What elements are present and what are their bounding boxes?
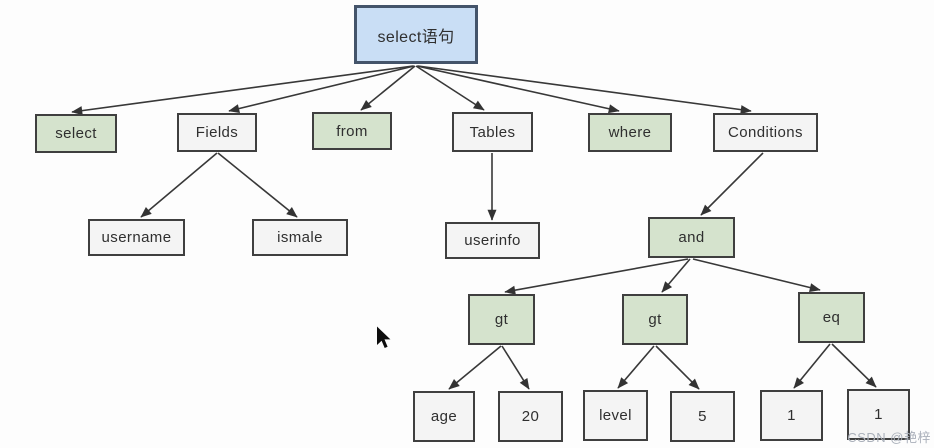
edge-and-gt1 <box>504 258 689 295</box>
node-and: and <box>648 217 735 258</box>
node-gt1: gt <box>468 294 535 345</box>
node-gt2: gt <box>622 294 688 345</box>
node-ismale: ismale <box>252 219 348 256</box>
node-level: level <box>583 390 648 441</box>
edge-eq-one-right <box>831 343 877 388</box>
edge-eq-one-left <box>793 343 831 389</box>
node-label: eq <box>822 309 841 326</box>
node-where: where <box>588 113 672 152</box>
node-label: ismale <box>277 229 323 246</box>
node-label: gt <box>494 311 509 328</box>
edge-root-tables <box>415 65 485 111</box>
node-label: gt <box>648 311 662 328</box>
node-one-left: 1 <box>760 390 823 441</box>
edge-and-eq <box>692 258 821 292</box>
edge-gt1-num20 <box>501 345 530 390</box>
node-num20: 20 <box>498 391 563 442</box>
node-fields: Fields <box>177 113 257 152</box>
node-label: Tables <box>469 123 516 141</box>
node-label: select <box>55 125 97 142</box>
edge-conditions-and <box>700 152 764 216</box>
edge-root-where <box>416 65 620 114</box>
node-label: 5 <box>698 408 707 425</box>
node-label: 20 <box>521 408 540 425</box>
node-label: age <box>430 408 458 425</box>
edge-gt1-age <box>448 345 502 390</box>
edge-root-select <box>71 65 414 116</box>
node-select: select <box>35 114 117 153</box>
edge-root-conditions <box>417 65 752 115</box>
edge-fields-ismale <box>217 152 298 218</box>
node-label: select语句 <box>377 28 455 46</box>
edge-gt2-num5 <box>655 345 700 390</box>
node-one-right: 1 <box>847 389 910 440</box>
node-conditions: Conditions <box>713 113 818 152</box>
node-label: 1 <box>874 406 883 423</box>
node-eq: eq <box>798 292 865 343</box>
node-num5: 5 <box>670 391 735 442</box>
node-age: age <box>413 391 475 442</box>
node-label: Fields <box>195 124 239 141</box>
node-label: 1 <box>787 407 796 424</box>
node-label: Conditions <box>728 124 803 141</box>
node-label: where <box>608 124 652 141</box>
node-label: username <box>101 229 172 246</box>
edge-and-gt2 <box>661 258 691 293</box>
node-label: from <box>336 122 368 140</box>
node-from: from <box>312 112 392 150</box>
node-label: and <box>678 229 705 246</box>
edge-fields-username <box>140 152 218 218</box>
edge-root-fields <box>228 65 415 113</box>
node-username: username <box>88 219 185 256</box>
edge-root-from <box>360 65 416 111</box>
watermark: CSDN @艳梓 <box>847 430 931 445</box>
edge-gt2-level <box>617 345 655 389</box>
node-label: level <box>599 407 632 424</box>
node-userinfo: userinfo <box>445 222 540 259</box>
node-tables: Tables <box>452 112 533 152</box>
node-root: select语句 <box>354 5 478 64</box>
node-label: userinfo <box>464 232 521 249</box>
